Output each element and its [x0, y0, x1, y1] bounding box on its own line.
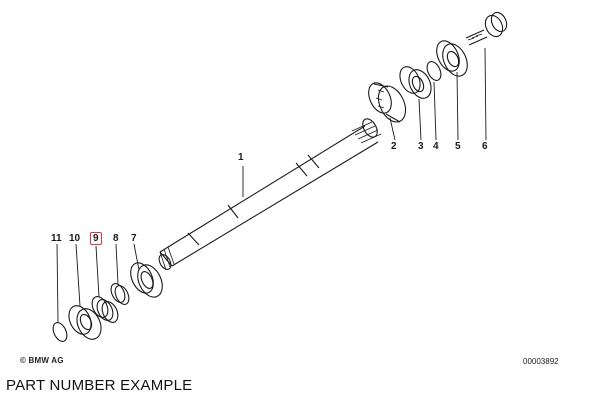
part-8-ring: [110, 283, 130, 305]
callout-5: 5: [455, 141, 461, 152]
diagram-code: 00003892: [523, 357, 559, 366]
copyright-label: © BMW AG: [20, 356, 64, 365]
callout-8: 8: [113, 233, 119, 244]
leader-lines: [56, 47, 487, 323]
part-10-bearing: [68, 305, 102, 340]
exploded-parts-diagram: [52, 11, 508, 342]
caption-text: PART NUMBER EXAMPLE: [6, 377, 193, 394]
callout-7: 7: [131, 233, 137, 244]
callout-3: 3: [418, 141, 424, 152]
part-4-snap-ring: [426, 61, 442, 81]
callout-6: 6: [482, 141, 488, 152]
part-2-gear-hub: [368, 82, 407, 123]
callout-10: 10: [69, 233, 81, 244]
part-7-seal: [130, 262, 163, 298]
callout-9-highlighted: 9: [90, 232, 102, 245]
part-3-bearing: [399, 66, 432, 99]
callout-4: 4: [433, 141, 439, 152]
part-5-flange: [436, 40, 468, 77]
part-1-shaft: [158, 118, 382, 271]
part-6-bolt: [465, 11, 508, 46]
part-9-spring: [91, 296, 119, 323]
callout-1: 1: [238, 152, 244, 163]
part-11-snap-ring: [52, 322, 68, 342]
callout-11: 11: [51, 233, 62, 244]
callout-2: 2: [391, 141, 397, 152]
